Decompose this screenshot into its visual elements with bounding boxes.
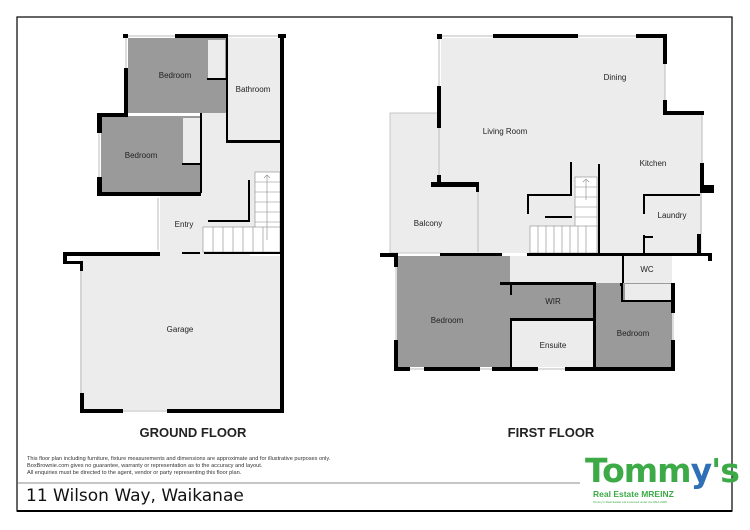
room-label-bathroom: Bathroom [236, 85, 271, 94]
room-label-bedroom: Bedroom [125, 151, 158, 160]
logo-subtitle: Real Estate MREINZ [593, 489, 674, 499]
room-bedroom-master [397, 256, 510, 367]
hallway [503, 256, 625, 283]
room-wir [510, 283, 595, 319]
walls [63, 34, 286, 413]
room-label-bedroom: Bedroom [159, 71, 192, 80]
staircase [529, 176, 598, 254]
first-floor-plan: Dining Living Room Kitchen Balcony Laund… [380, 34, 714, 440]
room-kitchen [660, 112, 702, 253]
room-wc [623, 256, 672, 283]
room-label-entry: Entry [175, 220, 194, 229]
room-living-dining [441, 38, 665, 253]
closet [208, 40, 225, 80]
room-ensuite [512, 321, 594, 367]
room-label-ensuite: Ensuite [540, 341, 567, 350]
disclaimer-line: BoxBrownie.com gives no guarantee, warra… [27, 463, 263, 469]
first-floor-label: FIRST FLOOR [508, 425, 595, 440]
ground-floor-plan: Bedroom Bathroom Bedroom Entry Garage GR… [63, 34, 286, 440]
closet [183, 118, 200, 164]
logo-name: Tommy's [585, 451, 740, 490]
disclaimer: This floor plan including furniture, fix… [27, 456, 330, 477]
room-label-garage: Garage [167, 325, 194, 334]
room-label-balcony: Balcony [414, 219, 442, 228]
logo-tagline: Tommy's Real Estate Ltd Licensed under t… [593, 500, 667, 504]
walls [380, 34, 714, 371]
room-bathroom [227, 38, 280, 140]
closet [625, 284, 671, 300]
staircase [202, 171, 281, 253]
room-label-laundry: Laundry [658, 211, 687, 220]
room-label-kitchen: Kitchen [640, 159, 667, 168]
room-label-bedroom: Bedroom [431, 316, 464, 325]
room-label-wc: WC [640, 265, 654, 274]
room-label-bedroom: Bedroom [617, 329, 650, 338]
disclaimer-line: All enquiries must be directed to the ag… [27, 470, 242, 476]
disclaimer-line: This floor plan including furniture, fix… [27, 456, 331, 462]
agency-logo: Tommy's Real Estate MREINZ Tommy's Real … [585, 451, 740, 507]
room-label-dining: Dining [604, 73, 627, 82]
property-address: 11 Wilson Way, Waikanae [26, 486, 244, 506]
room-garage [80, 256, 280, 410]
room-label-living-room: Living Room [483, 127, 528, 136]
windows [395, 35, 703, 370]
windows [80, 35, 278, 412]
ground-floor-label: GROUND FLOOR [140, 425, 247, 440]
room-label-wir: WIR [545, 297, 561, 306]
